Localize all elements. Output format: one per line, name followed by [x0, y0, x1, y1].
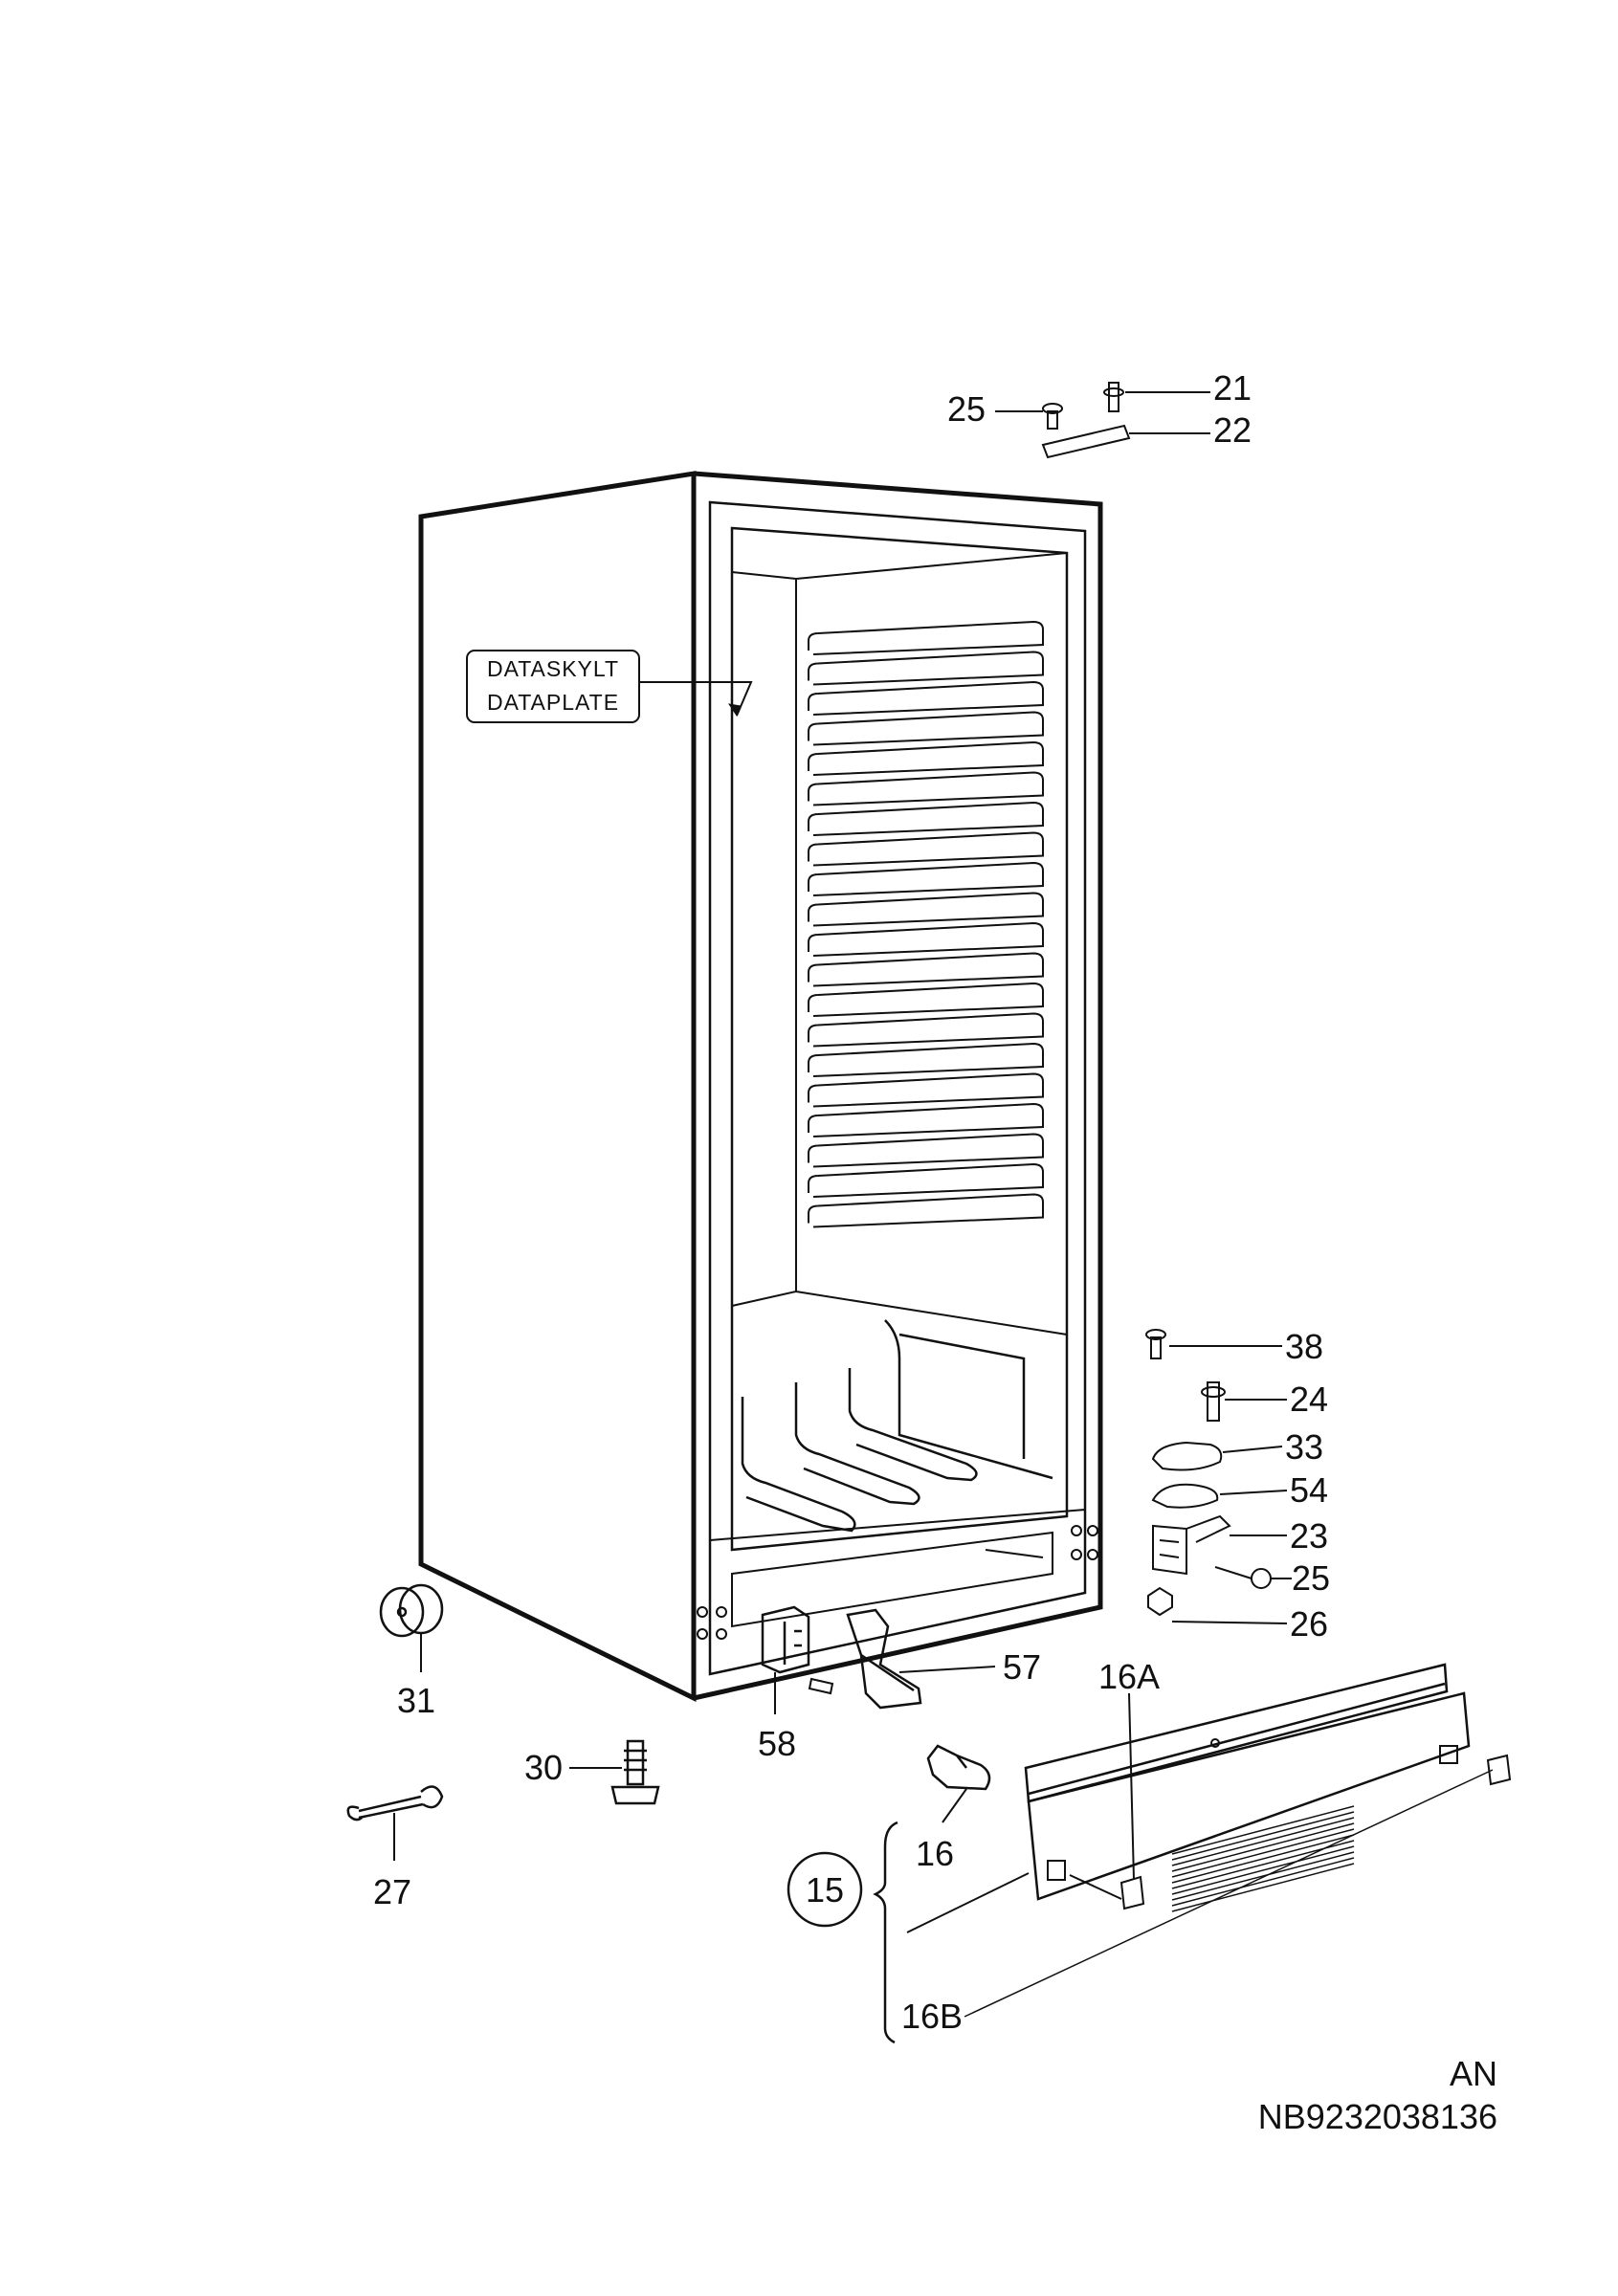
shelf-rib — [808, 1012, 1044, 1048]
data-plate-line1: DATASKYLT — [487, 656, 619, 681]
grille-slot — [1171, 1845, 1355, 1895]
shelf-rib — [808, 982, 1044, 1017]
leveling-foot-30-icon — [610, 1739, 660, 1805]
shelf-rib — [808, 1072, 1044, 1108]
screw-38-icon — [1145, 1329, 1166, 1359]
grille-slot — [1171, 1817, 1355, 1866]
callout-16: 16 — [916, 1834, 954, 1873]
callout-58: 58 — [758, 1724, 796, 1763]
grille-slot — [1171, 1857, 1355, 1907]
shelf-rib — [808, 921, 1044, 957]
data-plate-label: DATASKYLT DATAPLATE — [466, 650, 753, 723]
hinge-plate-33-icon — [1151, 1441, 1223, 1471]
nut-26-icon — [1147, 1586, 1173, 1617]
frame-holes — [697, 1525, 1098, 1640]
grille-slot — [1171, 1834, 1355, 1884]
pin-21-icon — [1103, 382, 1124, 412]
screw-58-icon — [808, 1677, 834, 1695]
kick-plate-grille — [1171, 1805, 1355, 1912]
brace-bracket — [873, 1821, 898, 2044]
callout-15-circle — [787, 1851, 863, 1928]
top-hinge-group: 21 25 22 — [947, 368, 1252, 459]
pin-24-icon — [1201, 1381, 1226, 1422]
callout-24: 24 — [1290, 1380, 1328, 1419]
callout-31: 31 — [397, 1681, 435, 1720]
shelf-rib — [808, 711, 1044, 746]
cabinet-front-frame — [693, 471, 1103, 1701]
end-cap-right-icon — [1486, 1754, 1512, 1786]
grille-slot — [1171, 1822, 1355, 1872]
callout-30: 30 — [524, 1748, 563, 1787]
kick-plate-front — [1027, 1691, 1471, 1901]
shelf-ribs — [808, 620, 1044, 1228]
callout-16A: 16A — [1098, 1657, 1160, 1696]
shelf-rib — [808, 680, 1044, 716]
shelf-rib — [808, 740, 1044, 776]
kick-plate-top-strip — [1024, 1663, 1449, 1803]
shelf-rib — [808, 651, 1044, 686]
shelf-rib — [808, 771, 1044, 806]
wrench-27-icon — [346, 1785, 444, 1821]
callout-23: 23 — [1290, 1516, 1328, 1556]
callout-33: 33 — [1285, 1427, 1323, 1467]
callout-26: 26 — [1290, 1604, 1328, 1644]
shelf-rib — [808, 1162, 1044, 1198]
cabinet-liner — [730, 526, 1069, 1552]
callout-21: 21 — [1213, 368, 1252, 408]
callout-54: 54 — [1290, 1470, 1328, 1510]
callout-16B: 16B — [901, 1997, 963, 2036]
grille-slot — [1171, 1863, 1355, 1912]
grille-slot — [1171, 1805, 1355, 1855]
screw-25-top-icon — [1042, 403, 1063, 430]
bumper-31-icon — [379, 1583, 444, 1638]
kick-plate-assembly: 16 16A 16B 15 — [787, 1657, 1512, 2044]
bracket-23-icon — [1152, 1514, 1231, 1576]
cabinet-bottom-compartment — [709, 1509, 1086, 1628]
callout-57: 57 — [1003, 1647, 1041, 1687]
shelf-rib — [808, 620, 1044, 655]
cabinet — [418, 471, 1103, 1703]
callout-15: 15 — [806, 1870, 844, 1910]
data-plate-line2: DATAPLATE — [487, 690, 619, 715]
shelf-rib — [808, 861, 1044, 896]
callout-25-top: 25 — [947, 389, 986, 429]
evaporator-coils — [741, 1319, 1053, 1533]
shelf-rib — [808, 892, 1044, 927]
hinge-plate-22-icon — [1041, 424, 1131, 459]
screw-25-right-icon — [1214, 1566, 1272, 1589]
shelf-rib — [808, 1042, 1044, 1077]
cabinet-back-wall — [731, 552, 1068, 1336]
shelf-rib — [808, 1102, 1044, 1137]
clip-16-icon — [926, 1744, 991, 1791]
end-cap-16A-icon — [1119, 1875, 1145, 1910]
foot-cover-57-icon — [846, 1608, 922, 1710]
grille-slot — [1171, 1851, 1355, 1901]
lower-hinge-group: 58 57 — [758, 1605, 1041, 1763]
cabinet-inner-frame — [708, 500, 1087, 1676]
washer-54-icon — [1151, 1483, 1219, 1509]
shelf-rib — [808, 952, 1044, 987]
right-hinge-group: 38 24 33 54 23 25 26 — [1145, 1327, 1330, 1644]
callout-38: 38 — [1285, 1327, 1323, 1366]
callout-27: 27 — [373, 1872, 411, 1911]
grille-slot — [1171, 1828, 1355, 1878]
left-parts: 31 30 27 — [346, 1583, 660, 1911]
drawing-number: NB9232038136 — [1258, 2097, 1497, 2136]
shelf-rib — [808, 1193, 1044, 1228]
shelf-rib — [808, 831, 1044, 867]
callout-22: 22 — [1213, 410, 1252, 450]
callout-25-right: 25 — [1292, 1558, 1330, 1598]
grille-slot — [1171, 1811, 1355, 1861]
variant-code: AN — [1450, 2054, 1497, 2093]
shelf-rib — [808, 801, 1044, 836]
shelf-rib — [808, 1133, 1044, 1168]
hinge-bracket-58-icon — [761, 1605, 810, 1674]
